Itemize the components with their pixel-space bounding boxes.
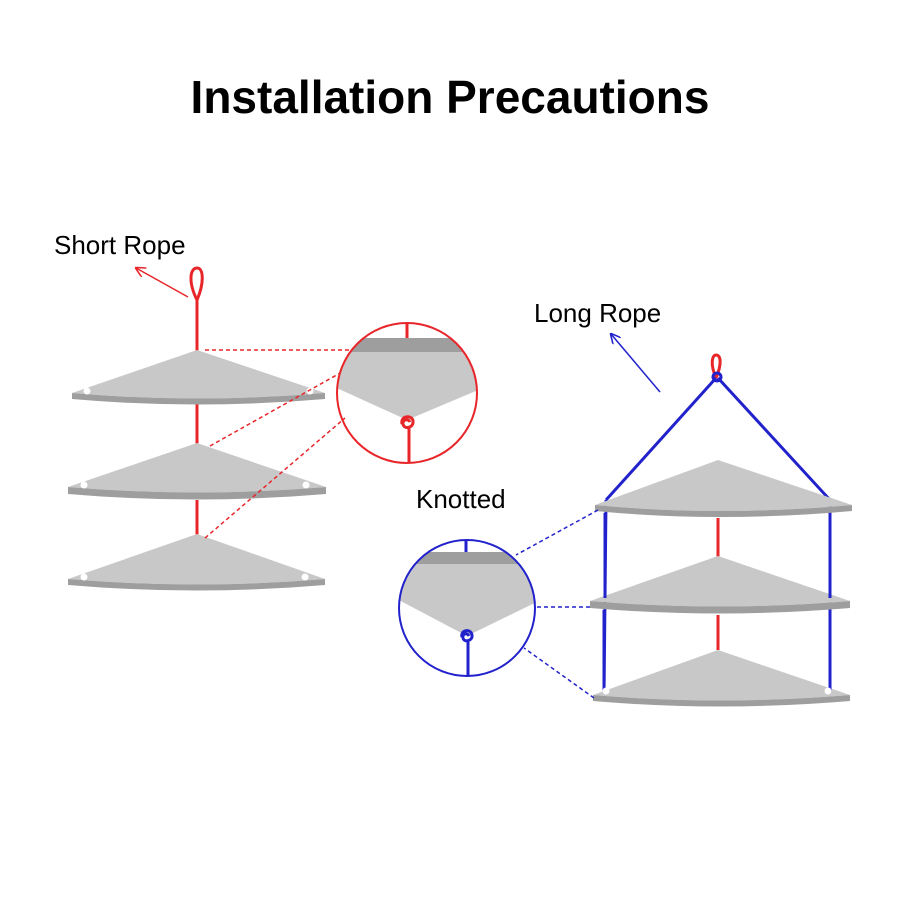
knot-icon	[711, 371, 723, 383]
shelf-2	[68, 443, 326, 500]
page-title: Installation Precautions	[190, 71, 710, 123]
arrow-icon	[136, 268, 189, 298]
long-rope-detail-zoom	[398, 539, 536, 677]
knot-icon	[460, 629, 474, 643]
knot-icon	[400, 415, 415, 430]
leader-line	[515, 509, 599, 556]
short-rope-shelf-assembly	[68, 266, 478, 591]
shelf-3	[593, 650, 850, 707]
short-rope-detail-zoom	[336, 322, 478, 464]
leader-line	[204, 417, 346, 539]
leader-line	[523, 647, 595, 699]
long-rope-right	[716, 376, 832, 502]
long-rope-left	[604, 376, 718, 502]
long-rope-label: Long Rope	[534, 298, 662, 328]
loop-icon	[189, 266, 204, 301]
long-rope-shelf-assembly	[398, 334, 852, 707]
arrow-icon	[611, 334, 661, 393]
loop-icon	[710, 353, 722, 379]
shelf-2	[590, 556, 850, 614]
leader-line	[209, 371, 343, 447]
short-rope-label: Short Rope	[54, 230, 186, 260]
shelf-1	[72, 350, 325, 405]
shelf-1	[595, 460, 852, 517]
knotted-label: Knotted	[416, 484, 506, 514]
shelf-3	[68, 534, 325, 591]
